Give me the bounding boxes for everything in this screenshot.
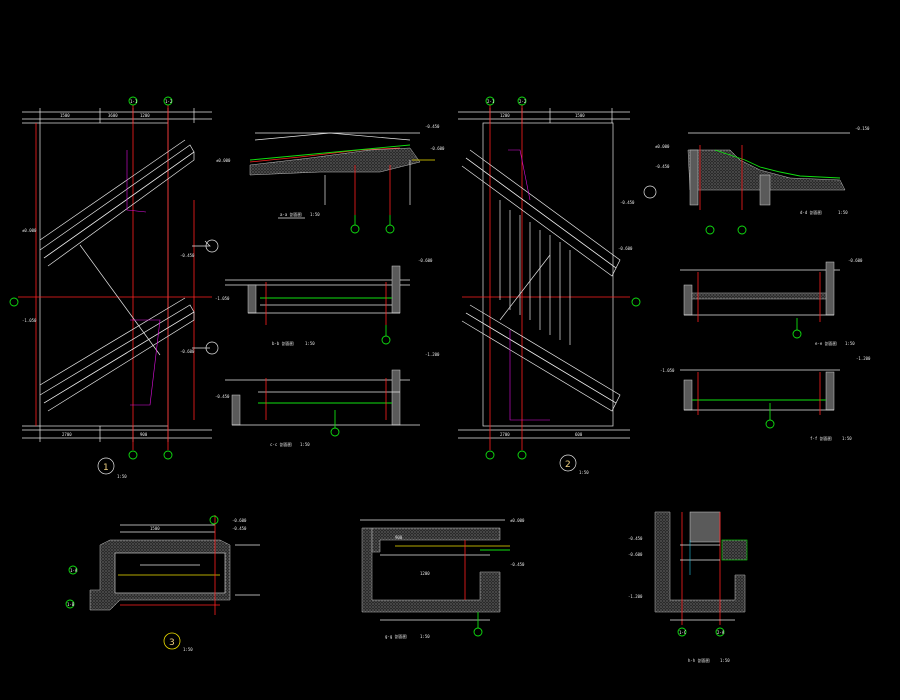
section-caption: f-f 剖面图 <box>810 435 832 441</box>
drawing-number: 2 <box>565 460 571 470</box>
section-scale: 1:50 <box>300 442 310 447</box>
drawing-number: 3 <box>169 638 175 648</box>
dim-text: 1500 <box>150 526 160 531</box>
elevation-label: -0.600 <box>232 518 247 523</box>
elevation-label: ±0.000 <box>216 158 231 163</box>
elevation-label: -0.600 <box>618 246 633 251</box>
dim-text: 1200 <box>500 113 510 118</box>
section-caption: c-c 剖面图 <box>270 441 292 447</box>
section-f-f: -1.050 -1.200 f-f 剖面图 1:50 <box>660 356 871 441</box>
section-a-a: ±0.000 -0.450 -0.600 a-a 剖面图 1:50 <box>216 124 445 234</box>
section-g-g: 900 1200 ±0.000 -0.450 g-g 剖面图 1:50 <box>360 518 525 639</box>
section-c-c: -0.450 -1.200 c-c 剖面图 1:50 <box>215 352 440 447</box>
section-b-b: -1.050 -0.600 b-b 剖面图 1:50 <box>215 258 433 346</box>
elevation-label: -1.200 <box>425 352 440 357</box>
drawing-scale: 1:50 <box>117 474 127 479</box>
elevation-label: -0.600 <box>848 258 863 263</box>
section-caption: a-a 剖面图 <box>280 211 302 217</box>
elevation-label: -0.600 <box>430 146 445 151</box>
elevation-label: -1.200 <box>856 356 871 361</box>
elevation-label: -0.600 <box>180 349 195 354</box>
drawing-scale: 1:50 <box>579 470 589 475</box>
detail-3: 1500 1-A 1-B -0.600 -0.450 3 1:50 <box>65 515 260 652</box>
axis-label: 2-A <box>717 630 725 635</box>
axis-label: 1-A <box>70 568 78 573</box>
dim-text: 600 <box>575 432 583 437</box>
section-scale: 1:50 <box>845 341 855 346</box>
dim-text: 1200 <box>420 571 430 576</box>
drawing-number-bubble <box>559 454 577 472</box>
section-e-e: -0.600 e-e 剖面图 1:50 <box>680 258 863 346</box>
axis-label: 1-1 <box>130 99 138 104</box>
elevation-label: -0.450 <box>180 253 195 258</box>
axis-bubble <box>128 450 138 460</box>
axis-label: 2-2 <box>519 99 527 104</box>
drawing-scale: 1:50 <box>183 647 193 652</box>
dim-text: 1500 <box>60 113 70 118</box>
elevation-label: -1.050 <box>22 318 37 323</box>
axis-label: 1-C <box>679 630 687 635</box>
axis-label: 1-2 <box>165 99 173 104</box>
elevation-label: ±0.000 <box>510 518 525 523</box>
axis-label: 1-B <box>67 602 75 607</box>
dim-text: 2700 <box>500 432 510 437</box>
elevation-label: -0.450 <box>655 164 670 169</box>
elevation-label: -0.150 <box>855 126 870 131</box>
axis-bubble <box>9 297 19 307</box>
elevation-label: -0.450 <box>510 562 525 567</box>
stair-plan-1: 1500 3600 1200 2700 900 <box>9 96 219 479</box>
section-scale: 1:50 <box>838 210 848 215</box>
elevation-label: ±0.000 <box>655 144 670 149</box>
dim-text: 900 <box>140 432 148 437</box>
section-scale: 1:50 <box>720 658 730 663</box>
elevation-label: -0.450 <box>620 200 635 205</box>
dim-text: 3600 <box>108 113 118 118</box>
section-scale: 1:50 <box>420 634 430 639</box>
section-scale: 1:50 <box>305 341 315 346</box>
section-caption: b-b 剖面图 <box>272 340 294 346</box>
section-caption: e-e 剖面图 <box>815 340 837 346</box>
axis-bubble <box>163 450 173 460</box>
drawing-number-bubble <box>163 632 181 650</box>
section-d-d: ±0.000 -0.450 -0.150 d-d 剖面图 1:50 <box>655 126 870 235</box>
axis-bubble <box>128 96 138 106</box>
elevation-label: -1.200 <box>628 594 643 599</box>
drawing-number: 1 <box>103 463 109 473</box>
dim-text: 1500 <box>575 113 585 118</box>
section-scale: 1:50 <box>310 212 320 217</box>
elevation-label: -0.450 <box>628 536 643 541</box>
section-caption: d-d 剖面图 <box>800 209 822 215</box>
elevation-label: -1.050 <box>215 296 230 301</box>
axis-label: 2-1 <box>487 99 495 104</box>
dim-text: 900 <box>395 535 403 540</box>
elevation-label: -0.450 <box>215 394 230 399</box>
section-scale: 1:50 <box>842 436 852 441</box>
axis-bubble <box>163 96 173 106</box>
elevation-label: -1.050 <box>660 368 675 373</box>
elevation-label: -0.450 <box>425 124 440 129</box>
dim-text: 2700 <box>62 432 72 437</box>
elevation-label: -0.600 <box>418 258 433 263</box>
elevation-label: -0.600 <box>628 552 643 557</box>
elevation-label: -0.450 <box>232 526 247 531</box>
stair-plan-2: 1200 1500 2700 600 2-1 2-2 <box>458 96 657 475</box>
drawing-number-bubble <box>97 457 115 475</box>
dim-text: 1200 <box>140 113 150 118</box>
section-caption: h-h 剖面图 <box>688 657 710 663</box>
section-caption: g-g 剖面图 <box>385 633 407 639</box>
elevation-label: ±0.000 <box>22 228 37 233</box>
section-h-h: 1-C 2-A -0.450 -0.600 -1.200 h-h 剖面图 1:5… <box>628 511 748 663</box>
